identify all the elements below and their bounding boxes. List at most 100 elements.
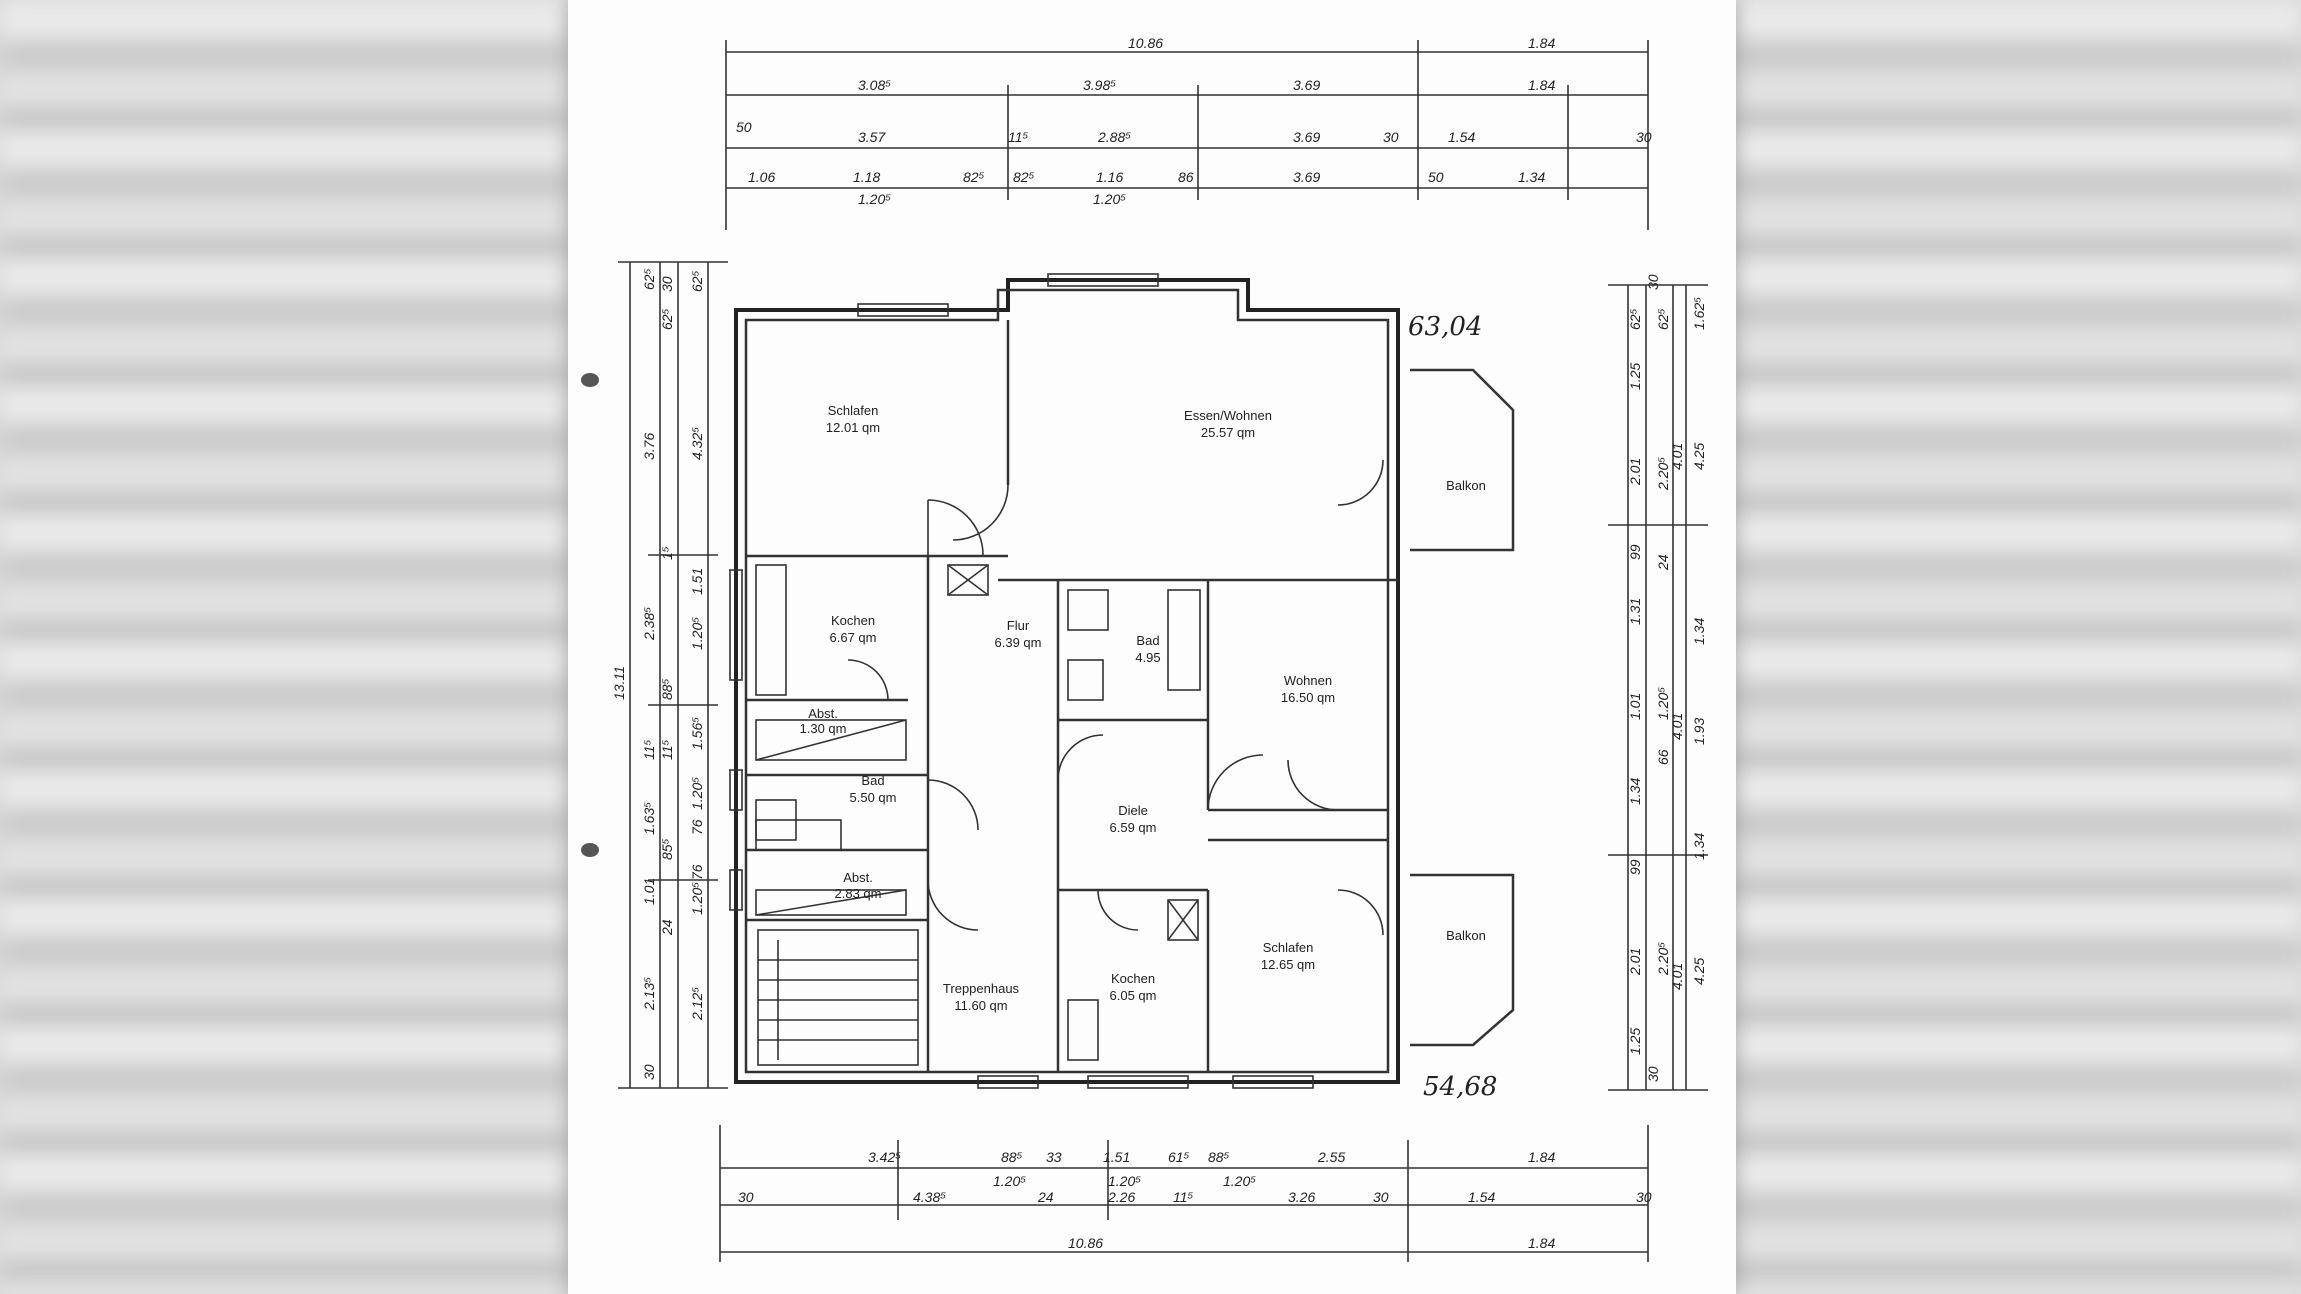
dim-right: 2.20⁵ — [1655, 457, 1671, 491]
dim-left-total: 13.11 — [611, 666, 627, 700]
bottom-dimension-lines — [719, 1125, 1649, 1262]
room-label: Flur — [1007, 618, 1030, 633]
dim-right: 1.20⁵ — [1655, 687, 1671, 720]
background-right — [1733, 0, 2301, 1294]
dim-right: 1.01 — [1627, 693, 1643, 720]
dim-bottom-total: 10.86 — [1068, 1235, 1103, 1251]
dim-top: 1.16 — [1096, 169, 1123, 185]
dim-bottom: 3.26 — [1288, 1189, 1315, 1205]
room-area: 4.95 — [1135, 650, 1160, 665]
dim-right: 2.20⁵ — [1655, 942, 1671, 976]
dim-right: 62⁵ — [1655, 308, 1671, 330]
dim-top: 1.18 — [853, 169, 880, 185]
right-dimension-lines — [1608, 284, 1708, 1091]
dim-top: 3.69 — [1293, 129, 1320, 145]
dim-bottom: 88⁵ — [1001, 1149, 1023, 1165]
room-area: 6.39 qm — [995, 635, 1042, 650]
room-label: Abst. — [808, 706, 838, 721]
dim-top: 1.06 — [748, 169, 775, 185]
handwritten-area-lower: 54,68 — [1423, 1072, 1497, 1102]
floor-plan-drawing: 10.86 1.84 3.08⁵ 3.98⁵ 3.69 1.84 50 3.57… — [581, 35, 1708, 1262]
dim-top: 3.98⁵ — [1083, 77, 1116, 93]
dim-top: 11⁵ — [1008, 129, 1029, 145]
exterior-walls — [734, 278, 1400, 1084]
dim-left: 1.20⁵ — [689, 882, 705, 915]
room-area: 16.50 qm — [1281, 690, 1335, 705]
dim-right: 30 — [1645, 274, 1661, 290]
handwritten-area-upper: 63,04 — [1408, 312, 1482, 342]
dim-bottom: 88⁵ — [1208, 1149, 1230, 1165]
dim-bottom: 30 — [738, 1189, 754, 1205]
dim-top: 30 — [1383, 129, 1399, 145]
dim-left: 24 — [659, 919, 675, 936]
room-area: 6.67 qm — [830, 630, 877, 645]
room-label: Diele — [1118, 803, 1148, 818]
room-label: Bad — [861, 773, 884, 788]
dim-top: 30 — [1636, 129, 1652, 145]
dim-bottom: 1.84 — [1528, 1149, 1555, 1165]
dim-right: 2.01 — [1627, 458, 1643, 486]
dim-left: 30 — [641, 1064, 657, 1080]
room-area: 6.59 qm — [1110, 820, 1157, 835]
dim-bottom: 3.42⁵ — [868, 1149, 901, 1165]
room-label: Wohnen — [1284, 673, 1332, 688]
dim-right: 99 — [1627, 544, 1643, 560]
room-area: 12.01 qm — [826, 420, 880, 435]
dim-right: 24 — [1655, 554, 1671, 571]
dim-left: 2.12⁵ — [689, 987, 705, 1021]
dim-left: 1.51 — [689, 568, 705, 595]
room-labels: Schlafen 12.01 qm Essen/Wohnen 25.57 qm … — [800, 403, 1486, 1013]
dim-top: 82⁵ — [963, 169, 985, 185]
room-label: Bad — [1136, 633, 1159, 648]
dim-left: 62⁵ — [641, 268, 657, 290]
dim-bottom: 1.54 — [1468, 1189, 1495, 1205]
dim-left: 4.32⁵ — [689, 427, 705, 460]
dim-bottom: 24 — [1037, 1189, 1054, 1205]
dim-right: 1.34 — [1627, 778, 1643, 805]
room-label: Schlafen — [1263, 940, 1314, 955]
dim-left: 76 — [689, 819, 705, 835]
dim-right: 62⁵ — [1627, 308, 1643, 330]
dim-right: 1.62⁵ — [1691, 297, 1707, 330]
room-area: 1.30 qm — [800, 721, 847, 736]
dim-left: 3.76 — [641, 433, 657, 460]
dim-left: 30 — [659, 276, 675, 292]
dim-bottom: 1.20⁵ — [993, 1173, 1026, 1189]
dim-left: 1.56⁵ — [689, 717, 705, 750]
dim-top: 2.88⁵ — [1097, 129, 1131, 145]
dim-right: 1.34 — [1691, 833, 1707, 860]
windows — [729, 273, 1314, 1089]
dim-top: 82⁵ — [1013, 169, 1035, 185]
fixtures — [755, 564, 1201, 1061]
dim-top: 1.20⁵ — [858, 191, 891, 207]
dim-right: 4.01 — [1669, 713, 1685, 740]
dim-left: 1.63⁵ — [641, 802, 657, 835]
dim-bottom: 33 — [1046, 1149, 1062, 1165]
floor-plan-sheet: 10.86 1.84 3.08⁵ 3.98⁵ 3.69 1.84 50 3.57… — [568, 0, 1736, 1294]
dim-left: 76 — [689, 864, 705, 880]
dim-right: 66 — [1655, 749, 1671, 765]
background-left — [0, 0, 568, 1294]
dim-bottom: 2.26 — [1107, 1189, 1135, 1205]
dim-top-total: 10.86 — [1128, 35, 1163, 51]
dim-right: 1.34 — [1691, 618, 1707, 645]
room-label: Balkon — [1446, 478, 1486, 493]
dim-left: 2.13⁵ — [641, 977, 657, 1011]
punch-hole — [581, 373, 599, 387]
dim-top: 50 — [1428, 169, 1444, 185]
room-area: 25.57 qm — [1201, 425, 1255, 440]
dim-bottom: 1.51 — [1103, 1149, 1130, 1165]
dim-right: 1.93 — [1691, 718, 1707, 745]
dim-right: 1.31 — [1627, 598, 1643, 625]
staircase — [757, 929, 919, 1066]
dim-left: 11⁵ — [641, 739, 657, 760]
dim-top: 1.54 — [1448, 129, 1475, 145]
left-dimension-lines — [618, 261, 728, 1089]
dim-bottom: 4.38⁵ — [913, 1189, 946, 1205]
dim-top: 86 — [1178, 169, 1194, 185]
dim-bottom: 30 — [1636, 1189, 1652, 1205]
dim-bottom: 1.20⁵ — [1223, 1173, 1256, 1189]
dim-top: 3.69 — [1293, 77, 1320, 93]
dim-right: 1.25 — [1627, 363, 1643, 390]
room-label: Essen/Wohnen — [1184, 408, 1272, 423]
